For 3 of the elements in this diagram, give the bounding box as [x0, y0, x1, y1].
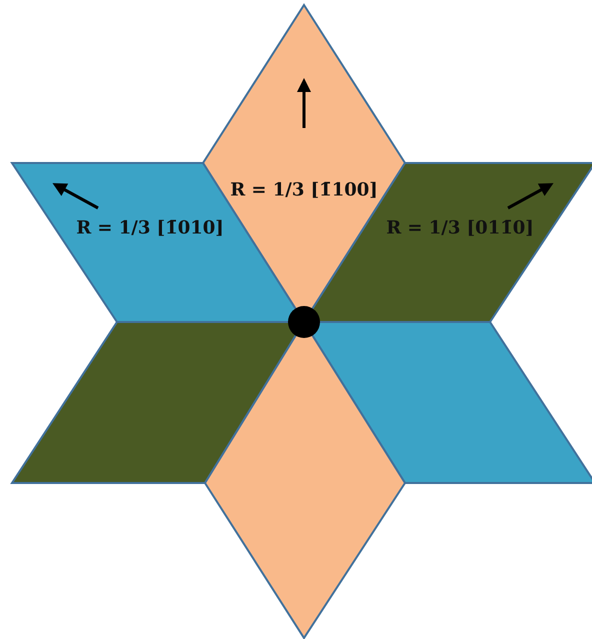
- vector-label: R = 1/3 [1̄100]: [230, 180, 378, 200]
- vector-label: R = 1/3 [1̄010]: [76, 218, 224, 238]
- vector-label: R = 1/3 [011̄0]: [386, 218, 534, 238]
